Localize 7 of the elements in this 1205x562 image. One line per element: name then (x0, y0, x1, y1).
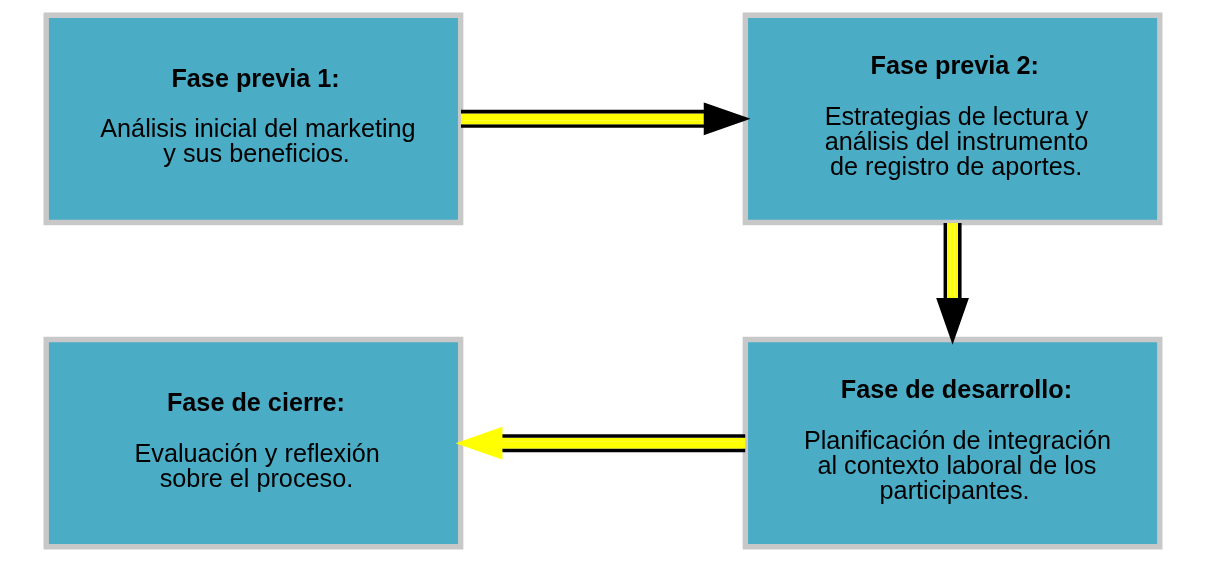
arrow (455, 426, 745, 460)
node-box: Fase previa 1: Análisis inicial del marketing y sus beneficios. (43, 12, 463, 226)
arrow (935, 223, 969, 345)
arrow (460, 102, 751, 136)
node-box: Fase de desarrollo: Planificación de integración al contexto laboral de los participantes. (742, 336, 1162, 550)
node-box: Fase de cierre: Evaluación y reflexión sobre el proceso. (43, 336, 463, 550)
node-box: Fase previa 2: Estrategias de lectura y análisis del instrumento de registro de aportes. (742, 12, 1162, 226)
